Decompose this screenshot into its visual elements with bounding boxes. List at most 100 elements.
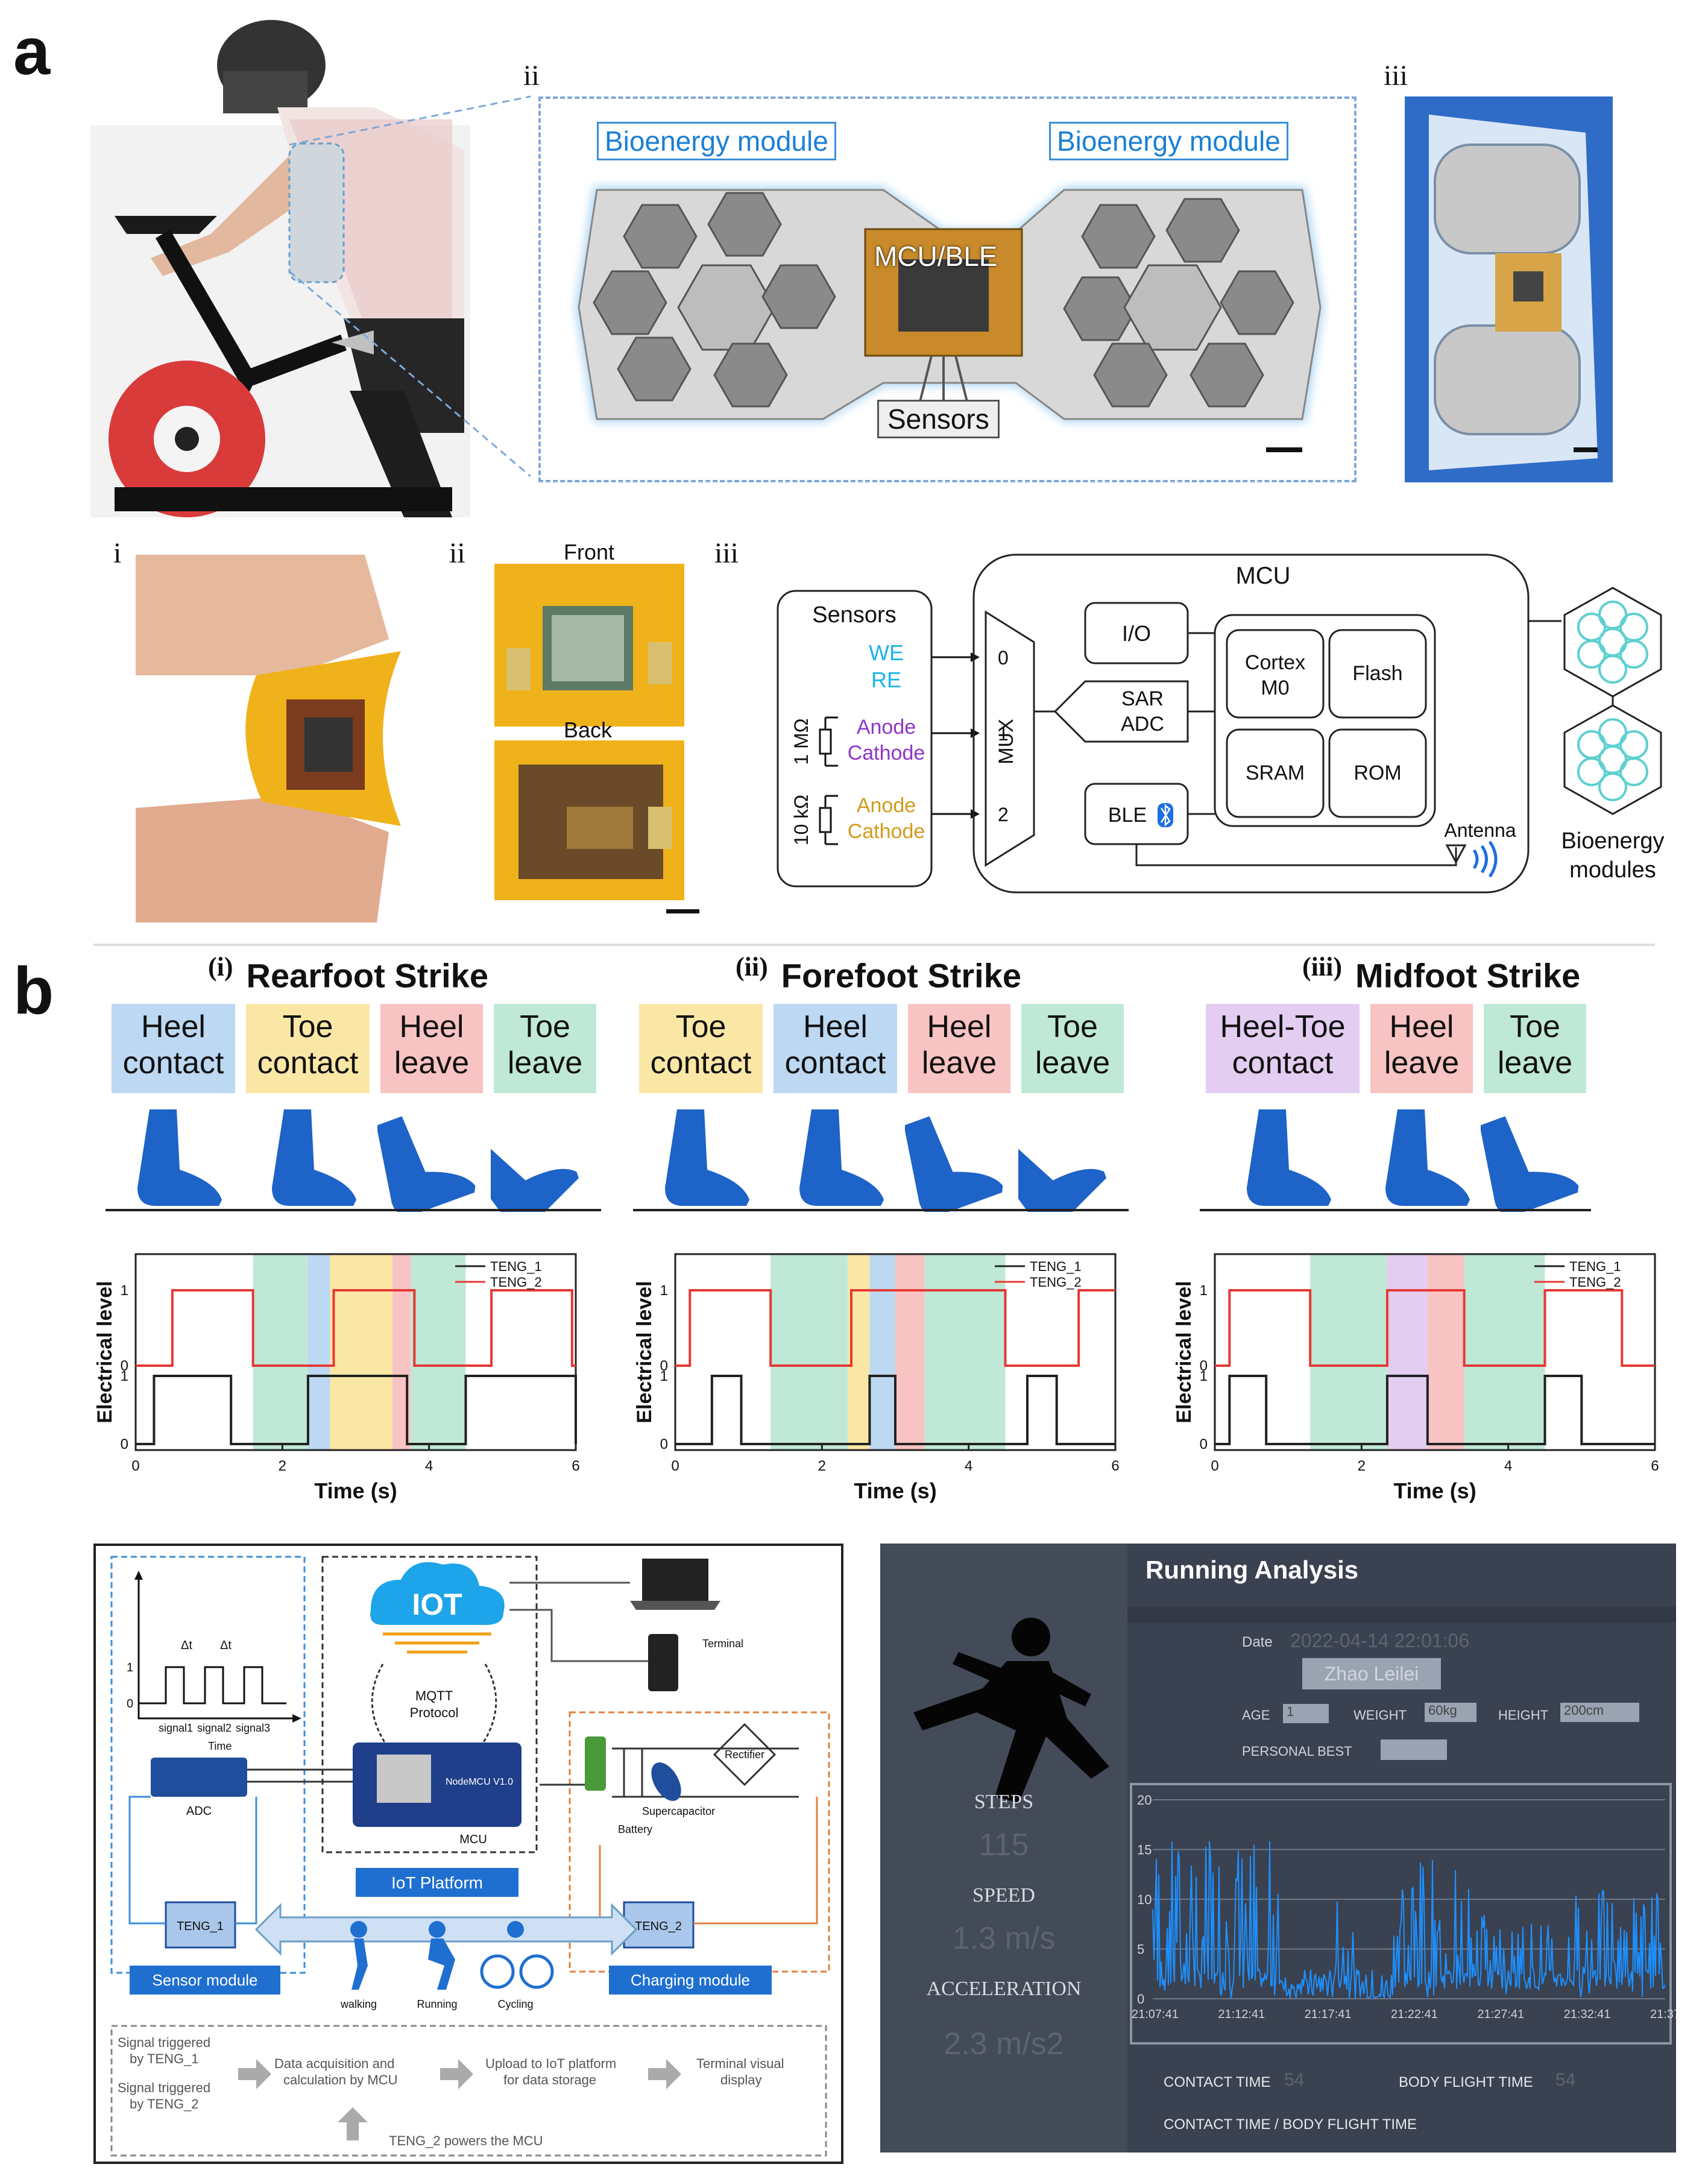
dash-y-tick: 10 [1137,1892,1152,1907]
foot-icon [664,1109,749,1206]
rom-box [1328,728,1427,818]
supercapacitor-icon [651,1762,681,1801]
ground-line [633,1209,1129,1211]
res2-symbol [819,807,832,833]
dash-signal-line [1152,1841,1666,2000]
back-label: Back [564,718,613,742]
flow-d2: for data storage [503,2072,596,2087]
foot-icon [799,1109,884,1206]
panel-letter-b: b [13,954,54,1028]
row2-roman-iii: iii [714,537,739,569]
x-tick-label: 2 [279,1458,286,1474]
dash-x-tick: 21:32:41 [1564,2008,1611,2021]
legend-label: TENG_2 [1030,1275,1082,1290]
dash-x-tick: 21:17:41 [1305,2008,1352,2021]
mcu-label: MCU [459,1833,487,1846]
scale-bar-pcb [666,909,699,913]
series-line-teng_1 [1215,1375,1655,1445]
dashboard-sidebar [880,1544,1127,2152]
mux-in-2: 2 [998,804,1009,825]
laptop-icon [642,1559,708,1601]
bioenergy-label-left: Bioenergy module [597,122,836,160]
y-tick-label: 0 [660,1358,668,1374]
re-label: RE [871,667,901,692]
running-dashboard: STEPS 115 SPEED 1.3 m/s ACCELERATION 2.3… [880,1544,1676,2152]
x-tick-label: 0 [131,1458,139,1474]
adc-label: ADC [1121,713,1164,736]
height-value: 200cm [1560,1703,1639,1722]
mcu-title: MCU [1235,563,1290,589]
strike-title-text-1: Forefoot Strike [781,956,1022,995]
legend-label: TENG_1 [490,1259,542,1274]
y-axis-label: Electrical level [1173,1281,1196,1423]
teng2-box [623,1901,695,1949]
y-axis-label: Electrical level [633,1281,656,1423]
panel-letter-a: a [13,14,51,89]
cortex-box [1226,629,1325,719]
foot-icon [491,1140,579,1212]
dash-x-tick: 21:07:41 [1132,2008,1179,2021]
sram-label: SRAM [1246,762,1305,784]
sensor-module-label: Sensor module [153,1971,258,1989]
sar-label: SAR [1121,687,1164,710]
delta-t-1: Δt [181,1639,192,1652]
charging-module-label: Charging module [631,1971,750,1989]
pcb-front-photo [494,564,684,727]
delta-t-2: Δt [220,1639,232,1652]
age-value: 1 [1283,1704,1329,1723]
body-flight-time-label: BODY FLIGHT TIME [1399,2074,1533,2090]
strike-title-0: (i)Rearfoot Strike [208,951,488,995]
phase-label-line2: leave [1035,1046,1111,1080]
dash-y-tick: 0 [1137,1992,1144,2007]
phase-band [307,1254,330,1450]
mux-label: MUX [995,719,1018,765]
phase-label-line1: Toe [520,1009,570,1044]
iot-cloud-icon [370,1562,505,1625]
phase-label-line2: leave [507,1046,583,1080]
foot-icon [1018,1140,1106,1212]
pcb-back-photo [494,740,684,900]
phase-label-line1: Heel [803,1009,868,1044]
x-tick-label: 2 [1358,1458,1366,1474]
phase-label-line1: Heel [927,1009,992,1044]
foot-icon [137,1109,222,1206]
row1-roman-iii: iii [1384,60,1408,92]
teng1-box [165,1901,236,1949]
strike-roman-1: (ii) [736,952,768,982]
legend-label: TENG_1 [1030,1259,1082,1274]
height-label: HEIGHT [1498,1708,1549,1723]
phase-label-line2: leave [394,1046,470,1080]
title-divider [1127,1607,1676,1623]
scale-bar-device [1266,447,1302,452]
phase-band [895,1254,925,1450]
phone-icon [648,1634,678,1691]
glove-photo [1405,96,1613,482]
io-label: I/O [1122,621,1151,646]
series-line-teng_1 [136,1375,577,1445]
phase-label-line2: contact [1232,1046,1334,1080]
steps-label: STEPS [974,1791,1034,1813]
y-tick-label: 1 [660,1282,668,1299]
bioenergy-module-icon-bottom [1563,704,1662,815]
x-tick-label: 0 [671,1458,679,1474]
speed-label: SPEED [972,1884,1035,1906]
x-tick-label: 4 [1504,1458,1512,1474]
legend-label: TENG_1 [1569,1259,1621,1274]
iot-system-diagram: 1 0 Δt Δt signal1 signal2 signal3 Time A… [93,1544,843,2164]
flow-d1: Upload to IoT platform [485,2056,616,2071]
phase-label-line1: Toe [675,1009,726,1044]
foot-icon [1246,1109,1331,1206]
dash-x-tick: 21:27:41 [1477,2008,1524,2021]
y-tick-label: 1 [660,1368,668,1384]
phase-label-line1: Heel [141,1009,206,1044]
mqtt-label: MQTT [415,1688,453,1703]
res1-symbol [819,728,832,755]
